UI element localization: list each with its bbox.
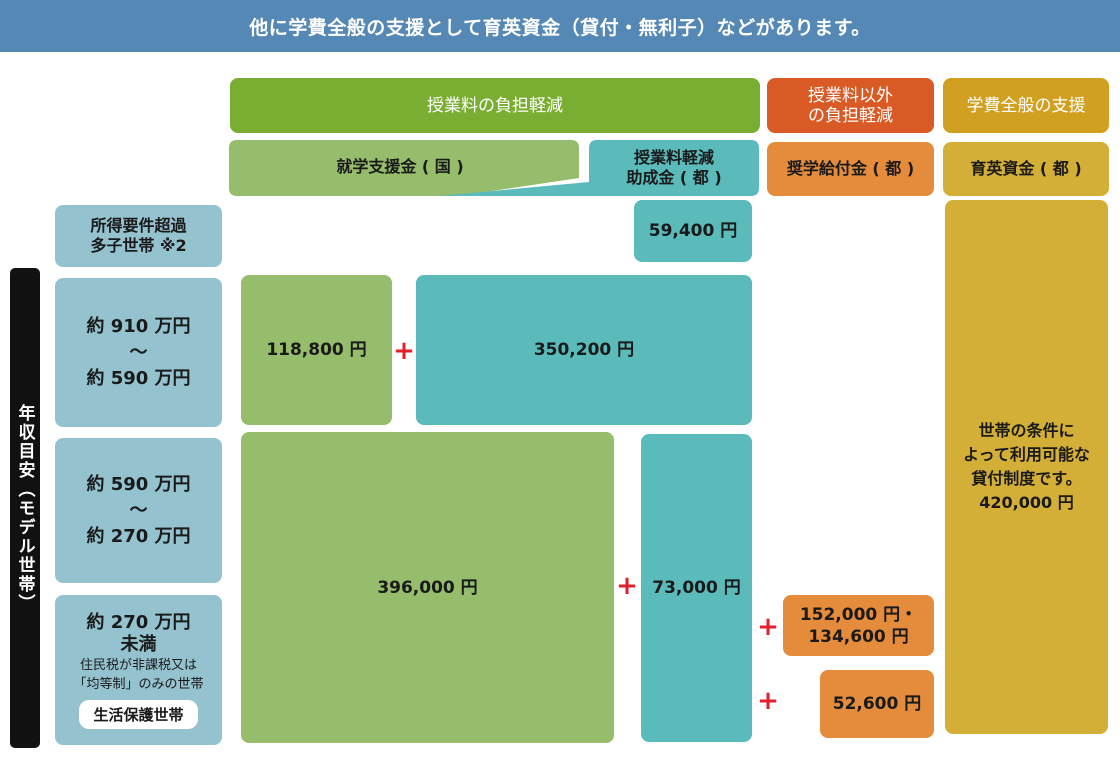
subheader-ikuei-fund: 育英資金 ( 都 ) <box>943 142 1109 196</box>
amount-r23-national: 396,000 円 <box>241 432 614 743</box>
row-label-under-270: 約 270 万円 未満 住民税が非課税又は 「均等制」のみの世帯 生活保護世帯 <box>55 595 222 745</box>
subheader-metro-subsidy: 授業料軽減 助成金 ( 都 ) <box>626 148 722 187</box>
plus-sign-r23: + <box>616 571 638 601</box>
amount-scholarship-b: 52,600 円 <box>820 670 934 738</box>
plus-sign-scholar-b: + <box>757 686 779 716</box>
amount-r1-metro: 350,200 円 <box>416 275 752 425</box>
amount-r23-metro: 73,000 円 <box>641 434 752 742</box>
top-banner: 他に学費全般の支援として育英資金（貸付・無利子）などがあります。 <box>0 0 1120 52</box>
row-label-under-270-note: 住民税が非課税又は 「均等制」のみの世帯 <box>73 657 204 692</box>
row-label-under-270-main: 約 270 万円 未満 <box>86 611 191 655</box>
amount-ikuei-loan: 世帯の条件に よって利用可能な 貸付制度です。 420,000 円 <box>945 200 1108 734</box>
row-label-910-590: 約 910 万円 ～ 約 590 万円 <box>55 278 222 427</box>
amount-scholarship-a: 152,000 円・ 134,600 円 <box>783 595 934 656</box>
amount-r1-national: 118,800 円 <box>241 275 392 425</box>
amount-over-income-metro: 59,400 円 <box>634 200 752 262</box>
plus-sign-r1: + <box>393 336 415 366</box>
welfare-household-pill: 生活保護世帯 <box>79 699 198 729</box>
subheader-scholarship-grant: 奨学給付金 ( 都 ) <box>767 142 934 196</box>
header-general-support: 学費全般の支援 <box>943 78 1109 133</box>
income-axis-label: 年収目安（モデル世帯） <box>10 268 40 748</box>
subheader-national-support: 就学支援金 ( 国 ) <box>336 157 464 176</box>
header-tuition-reduction: 授業料の負担軽減 <box>230 78 760 133</box>
row-label-over-income: 所得要件超過 多子世帯 ※2 <box>55 205 222 267</box>
header-other-reduction: 授業料以外 の負担軽減 <box>767 78 934 133</box>
national-subheader-shape <box>229 140 759 196</box>
row-label-590-270: 約 590 万円 ～ 約 270 万円 <box>55 438 222 583</box>
plus-sign-scholar-a: + <box>757 612 779 642</box>
